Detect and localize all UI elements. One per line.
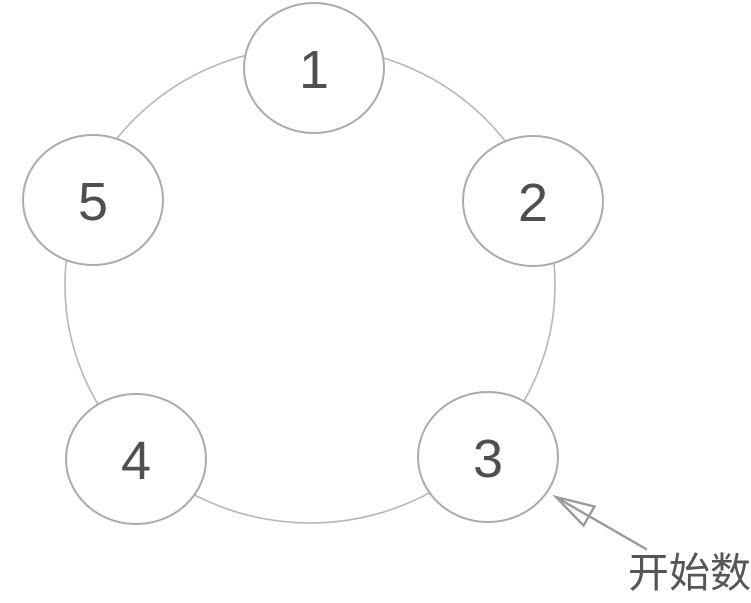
arrow-head-icon [552, 494, 597, 528]
start-count-label: 开始数 [628, 550, 751, 596]
node-circle-3 [417, 391, 559, 523]
node-label-5: 5 [78, 172, 108, 232]
node-circle-2 [462, 135, 604, 267]
node-label-4: 4 [121, 431, 151, 491]
node-label-1: 1 [299, 40, 329, 100]
node-circle-5 [22, 134, 164, 266]
node-label-2: 2 [518, 173, 548, 233]
node-label-3: 3 [473, 429, 503, 489]
node-circle-4 [65, 393, 207, 525]
node-circle-1 [243, 2, 385, 134]
arrow-shaft [559, 498, 648, 551]
